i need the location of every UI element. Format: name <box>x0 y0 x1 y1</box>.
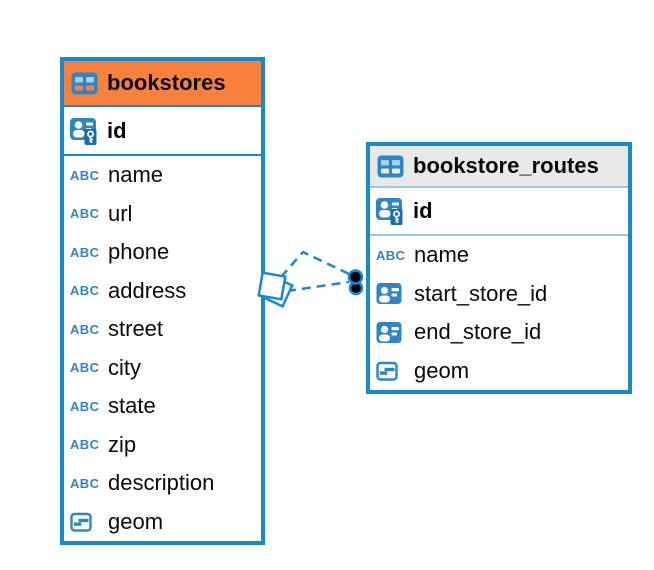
column-name: end_store_id <box>414 319 542 345</box>
column-name: street <box>108 316 164 342</box>
column-row[interactable]: ABC name <box>64 156 261 195</box>
column-name: name <box>108 162 164 188</box>
column-row[interactable]: ABC zip <box>64 426 261 465</box>
column-name: id <box>413 198 433 223</box>
connector-dot-back[interactable] <box>348 280 364 296</box>
text-type-icon: ABC <box>70 167 100 183</box>
relationship-line-end-store[interactable] <box>286 280 350 293</box>
column-row[interactable]: ABC description <box>64 464 261 503</box>
table-icon <box>71 72 98 95</box>
column-name: city <box>108 354 141 380</box>
column-name: geom <box>414 357 470 383</box>
geometry-type-icon <box>70 512 100 532</box>
column-name: url <box>108 200 133 226</box>
column-row[interactable]: ABC name <box>370 236 628 275</box>
column-name: state <box>108 393 156 419</box>
column-name: description <box>108 470 215 496</box>
geometry-type-icon <box>376 361 406 381</box>
text-type-icon: ABC <box>70 360 100 376</box>
column-name: id <box>107 117 127 143</box>
column-row[interactable]: geom <box>64 503 261 542</box>
primary-key-icon <box>375 195 405 227</box>
relationship-line-start-store[interactable] <box>280 250 352 278</box>
table-header-bookstores[interactable]: bookstores <box>64 61 261 105</box>
column-name: start_store_id <box>414 280 548 306</box>
text-type-icon: ABC <box>70 206 100 222</box>
column-row[interactable]: ABC address <box>64 272 261 311</box>
text-type-icon: ABC <box>376 247 406 263</box>
foreign-key-ref-icon <box>376 282 406 305</box>
text-type-icon: ABC <box>70 283 100 299</box>
column-name: geom <box>108 508 164 534</box>
text-type-icon: ABC <box>70 475 100 491</box>
table-header-bookstore-routes[interactable]: bookstore_routes <box>370 146 628 186</box>
column-row[interactable]: ABC city <box>64 349 261 388</box>
table-title: bookstore_routes <box>413 153 599 178</box>
column-list: ABC name ABC url ABC phone ABC address A… <box>64 156 261 541</box>
column-row[interactable]: ABC state <box>64 387 261 426</box>
column-row[interactable]: start_store_id <box>370 275 628 314</box>
connector-diamond-back[interactable] <box>260 274 294 308</box>
column-row[interactable]: geom <box>370 352 628 391</box>
entity-table-bookstores[interactable]: bookstores id ABC name ABC ur <box>60 57 265 545</box>
column-row[interactable]: ABC street <box>64 310 261 349</box>
foreign-key-ref-icon <box>376 321 406 344</box>
text-type-icon: ABC <box>70 321 100 337</box>
connector-dot-front[interactable] <box>347 269 364 285</box>
column-row-pk[interactable]: id <box>64 105 261 156</box>
text-type-icon: ABC <box>70 437 100 453</box>
entity-table-bookstore-routes[interactable]: bookstore_routes id ABC name <box>366 142 632 394</box>
column-row[interactable]: end_store_id <box>370 313 628 352</box>
table-title: bookstores <box>107 70 226 95</box>
column-name: address <box>108 277 187 303</box>
primary-key-icon <box>69 115 99 147</box>
column-row-pk[interactable]: id <box>370 186 628 236</box>
text-type-icon: ABC <box>70 244 100 260</box>
column-list: ABC name start_store_id <box>370 236 628 390</box>
column-name: phone <box>108 239 170 265</box>
table-icon <box>377 155 404 178</box>
text-type-icon: ABC <box>70 398 100 414</box>
column-name: name <box>414 242 470 268</box>
column-row[interactable]: ABC url <box>64 195 261 234</box>
column-name: zip <box>108 431 137 457</box>
column-row[interactable]: ABC phone <box>64 233 261 272</box>
